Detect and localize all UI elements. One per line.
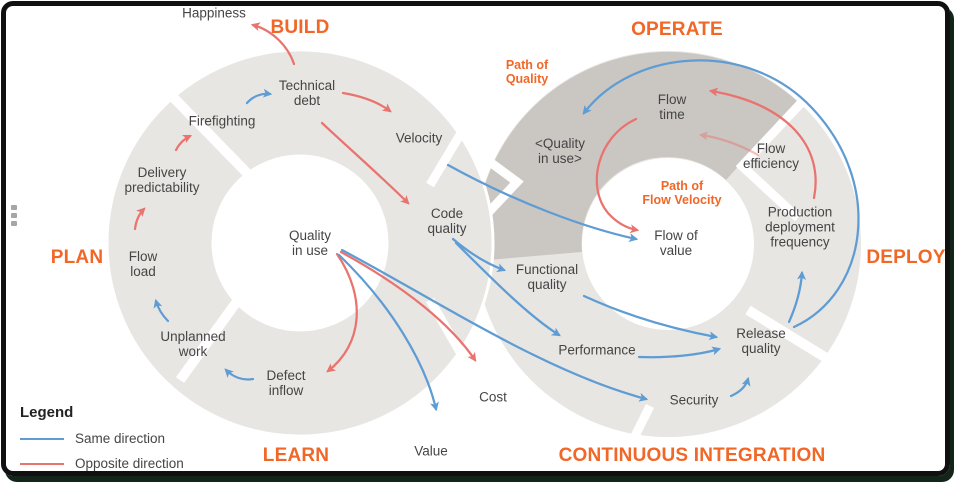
edge-delivery-predictability-to-firefighting — [174, 134, 193, 152]
ring-gap — [735, 98, 806, 222]
edge-technical-debt-to-code-quality — [320, 121, 410, 205]
ring-gap — [426, 115, 474, 188]
legend-line-opposite-direction — [20, 462, 64, 465]
edge-security-to-release-quality — [729, 376, 751, 398]
edge-release-quality-to-production-deployment-frequency — [787, 270, 807, 324]
node-velocity: Velocity — [395, 130, 443, 146]
phase-learn: LEARN — [262, 445, 330, 466]
node-firefighting: Firefighting — [188, 113, 256, 129]
node-flow-load: Flow load — [128, 249, 158, 279]
node-cost: Cost — [479, 389, 507, 405]
drag-handle-dot — [11, 221, 17, 226]
phase-operate: OPERATE — [631, 19, 723, 40]
edge-quality-in-use-to-defect-inflow — [326, 252, 358, 373]
edge-code-quality-to-performance — [454, 241, 561, 337]
edge-technical-debt-to-velocity — [341, 91, 392, 113]
path-of-quality-wedge — [475, 51, 797, 261]
ring-gap — [164, 88, 251, 177]
node-quality-in-use: Quality in use — [288, 228, 332, 258]
phase-deploy: DEPLOY — [866, 247, 946, 268]
edge-code-quality-to-functional-quality — [451, 237, 507, 272]
node-functional-quality: Functional quality — [515, 262, 579, 292]
ring-gap — [175, 297, 243, 383]
legend-label-same-direction: Same direction — [75, 431, 166, 446]
node-happiness: Happiness — [182, 5, 246, 21]
edge-layer — [133, 22, 860, 412]
edge-unplanned-work-to-flow-load — [153, 298, 170, 323]
node-unplanned-work: Unplanned work — [160, 329, 226, 359]
edge-flow-efficiency-to-flow-time — [698, 131, 760, 157]
legend-title: Legend — [20, 404, 74, 421]
phase-plan: PLAN — [50, 247, 104, 268]
legend-label-opposite-direction: Opposite direction — [75, 456, 184, 471]
phase-build: BUILD — [270, 17, 330, 38]
ring-gap — [426, 297, 472, 369]
node-release-quality: Release quality — [736, 326, 786, 356]
drag-handle-dot — [11, 205, 17, 210]
node-quality-in-use-operate: <Quality in use> — [535, 136, 585, 166]
node-flow-of-value: Flow of value — [654, 228, 698, 258]
node-flow-efficiency: Flow efficiency — [742, 141, 800, 171]
edge-quality-in-use-to-security — [340, 248, 649, 402]
node-value: Value — [414, 443, 448, 459]
node-delivery-predictability: Delivery predictability — [124, 165, 200, 195]
node-performance: Performance — [558, 342, 636, 358]
legend-item-opposite-direction: Opposite direction — [20, 455, 184, 472]
edge-technical-debt-to-happiness — [250, 22, 296, 66]
drag-handle-dot — [11, 213, 17, 218]
edge-performance-to-release-quality — [637, 346, 722, 359]
edge-quality-in-use-to-cost — [339, 250, 477, 362]
node-production-deployment-frequency: Production deployment frequency — [765, 204, 835, 250]
path-path-of-flow-velocity: Path of Flow Velocity — [642, 179, 722, 207]
node-code-quality: Code quality — [427, 206, 467, 236]
node-security: Security — [669, 392, 719, 408]
ring-gap — [617, 403, 655, 465]
legend: Legend Same direction Opposite direction — [20, 404, 184, 472]
node-technical-debt: Technical debt — [278, 78, 336, 108]
legend-line-same-direction — [20, 437, 64, 440]
edge-defect-inflow-to-unplanned-work — [224, 368, 255, 381]
legend-item-same-direction: Same direction — [20, 430, 184, 447]
node-defect-inflow: Defect inflow — [266, 368, 306, 398]
path-path-of-quality: Path of Quality — [505, 58, 549, 86]
edge-functional-quality-to-release-quality — [582, 294, 719, 341]
edge-quality-in-use-to-value — [337, 253, 439, 412]
edge-flow-time-to-flow-of-value — [595, 117, 640, 234]
phase-continuous-integration: CONTINUOUS INTEGRATION — [558, 445, 826, 466]
edge-firefighting-to-technical-debt — [245, 88, 273, 105]
edge-flow-load-to-delivery-predictability — [133, 207, 146, 231]
drag-handle[interactable] — [11, 205, 17, 229]
edge-production-deployment-frequency-to-flow-time — [708, 87, 817, 200]
node-flow-time: Flow time — [657, 92, 687, 122]
ring-gap — [745, 305, 844, 372]
edge-velocity-to-flow-of-value — [446, 163, 639, 242]
edge-release-quality-to-quality-in-use-operate — [582, 59, 860, 329]
